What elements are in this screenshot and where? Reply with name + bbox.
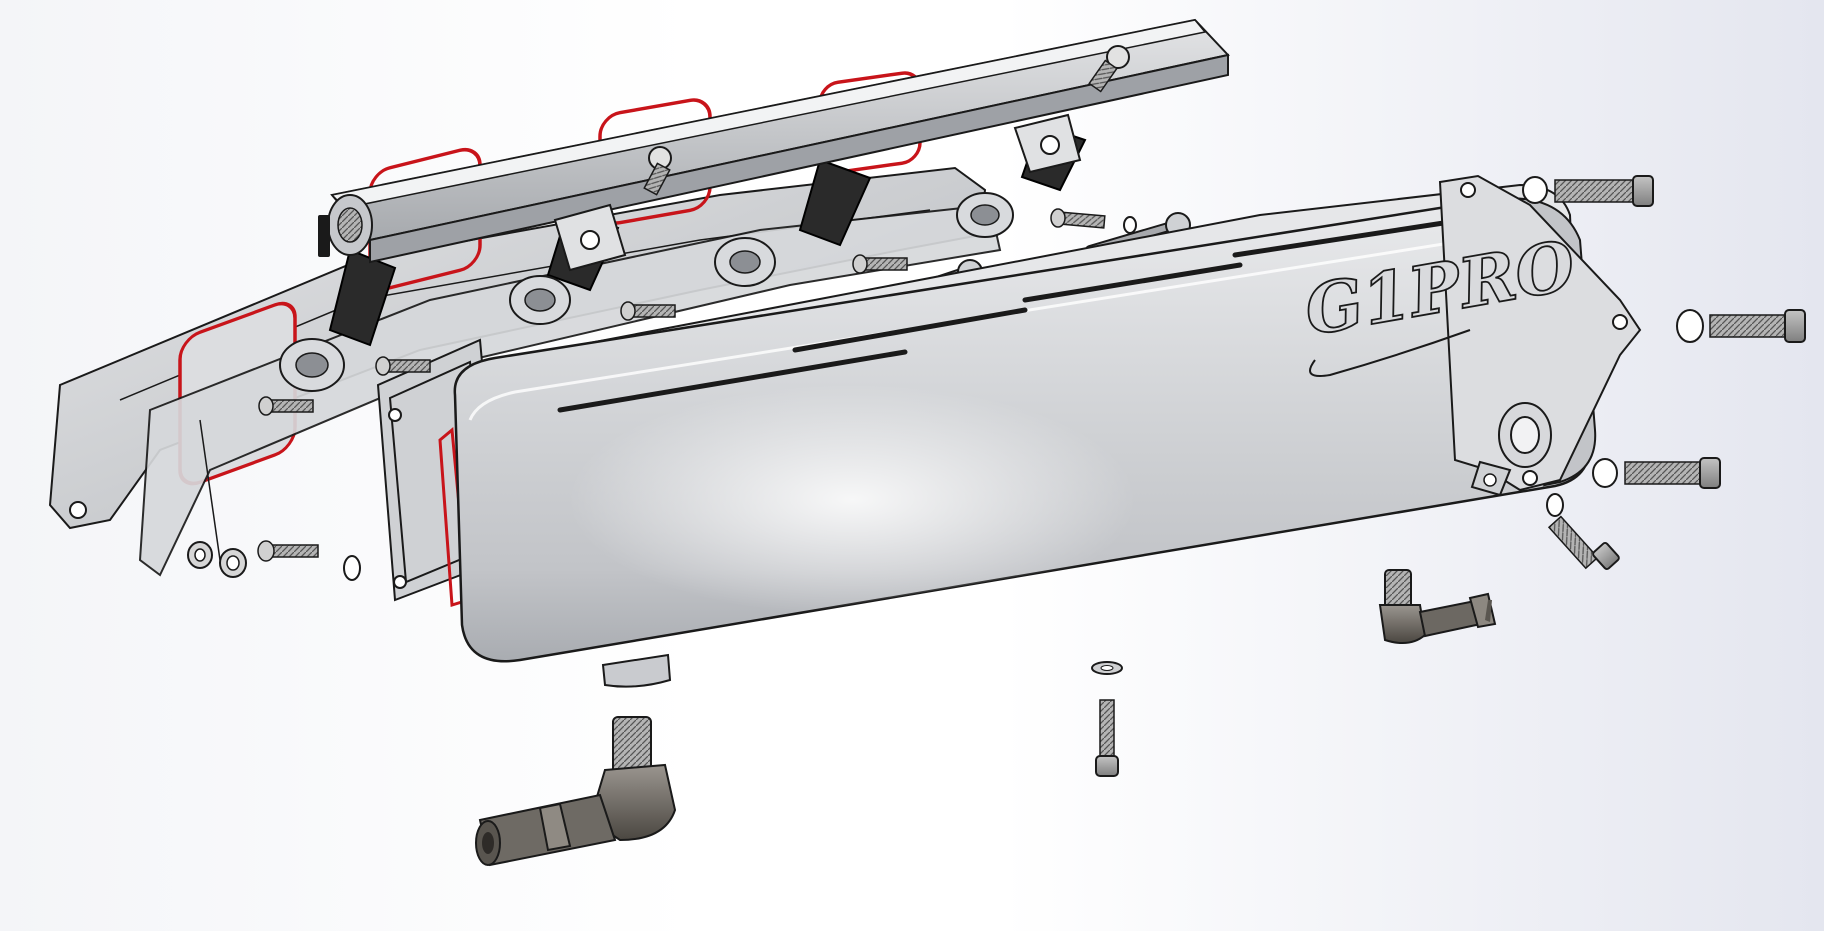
- socket-head-bolt[interactable]: [1676, 309, 1806, 343]
- socket-head-bolt[interactable]: [643, 146, 672, 196]
- socket-head-bolt[interactable]: [375, 356, 431, 376]
- plenum-bottom-port: [601, 653, 672, 688]
- fuel-rail[interactable]: [318, 18, 1230, 272]
- fuel-injector[interactable]: [279, 248, 397, 392]
- washer: [1091, 661, 1123, 675]
- flange-mount-hole: [69, 501, 87, 519]
- washer: [187, 216, 1137, 581]
- throttle-flange-bolts[interactable]: [1522, 175, 1806, 570]
- socket-head-bolt[interactable]: [258, 396, 314, 416]
- socket-head-bolt[interactable]: [1095, 699, 1119, 777]
- socket-head-bolt[interactable]: [620, 301, 676, 321]
- socket-head-bolt[interactable]: [1592, 457, 1721, 489]
- loose-screw-and-washer[interactable]: [1091, 661, 1123, 777]
- socket-head-bolt[interactable]: [257, 540, 319, 562]
- fuel-rail-end-cap: [318, 215, 330, 257]
- elbow-hose-fitting[interactable]: [1378, 569, 1497, 645]
- plenum-port-boss: [1470, 402, 1552, 497]
- intake-plenum[interactable]: G1PRO: [453, 174, 1642, 688]
- fuel-injector[interactable]: [714, 158, 872, 287]
- elbow-hose-fitting[interactable]: [475, 716, 677, 867]
- socket-head-bolt[interactable]: [1050, 208, 1106, 229]
- socket-head-bolt[interactable]: [1522, 175, 1654, 207]
- socket-head-bolt[interactable]: [852, 254, 908, 274]
- socket-head-bolt[interactable]: [1546, 493, 1620, 570]
- socket-head-bolt[interactable]: [1088, 45, 1130, 93]
